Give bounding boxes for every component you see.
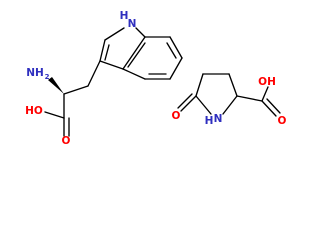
lactam-h-label: H — [205, 115, 214, 127]
benzene-c7-c6-inner-bond — [166, 42, 177, 59]
pyroglutamic-carboxyl-o-bond — [261, 100, 277, 117]
indole-n-c7a-bond — [135, 27, 146, 38]
lactam-carbonyl-bond — [180, 95, 197, 112]
side-chain-c3-ch2-bond — [87, 60, 101, 87]
ring-c3-c4-bond — [228, 73, 238, 97]
tryptophan-bonds — [44, 27, 183, 137]
pyroglutamic-acid-bonds — [177, 73, 281, 117]
ring-c4-carboxyl-bond — [236, 95, 263, 102]
ring-c5-c2-bond — [195, 73, 204, 97]
benzene-c6-c5-bond — [169, 57, 183, 80]
pyroglutamic-carbonyl-o-label: O — [278, 115, 287, 127]
amino-subscript-label: 2 — [45, 73, 50, 81]
pyroglutamic-hydroxyl-label: OH — [258, 76, 276, 88]
ring-c4-n-bond — [222, 95, 238, 115]
indole-n-label: N — [128, 18, 137, 30]
carboxyl-c-oh-bond — [44, 111, 65, 119]
tryptophan-hydroxyl-label: HO — [25, 105, 43, 117]
chemical-structure-diagram: H N NH 2 HO O O H N OH O — [25, 10, 287, 147]
indole-c2-c3-bond — [99, 39, 106, 62]
pyroglutamic-carboxyl-o-double-bond — [266, 98, 281, 114]
alpha-carbon-wedge-bond — [48, 77, 64, 94]
indole-c2-c3-inner-bond — [104, 44, 110, 61]
lactam-carbonyl-double-bond — [177, 93, 193, 109]
amino-group-label: NH — [26, 67, 44, 79]
side-chain-ch2-calpha-bond — [63, 85, 89, 95]
ring-n-label: N — [214, 113, 223, 125]
benzene-c4-c3a-bond — [122, 68, 146, 80]
benzene-c7a-c3a-inner-bond — [127, 42, 146, 68]
indole-c3-c3a-bond — [99, 60, 124, 70]
pyroglutamic-carboxyl-oh-bond — [261, 86, 269, 102]
indole-n-c2-bond — [104, 27, 125, 41]
lactam-o-label: O — [172, 110, 181, 122]
tryptophan-carbonyl-o-label: O — [62, 135, 71, 147]
indole-h-label: H — [120, 10, 129, 22]
indole-c3a-c7a-bond — [122, 36, 146, 70]
ring-n-c5-bond — [195, 95, 212, 115]
pyroglutamic-acid-molecule: O H N OH O — [172, 73, 287, 127]
benzene-c7-c6-bond — [169, 36, 183, 59]
tryptophan-molecule: H N NH 2 HO O — [25, 10, 183, 147]
